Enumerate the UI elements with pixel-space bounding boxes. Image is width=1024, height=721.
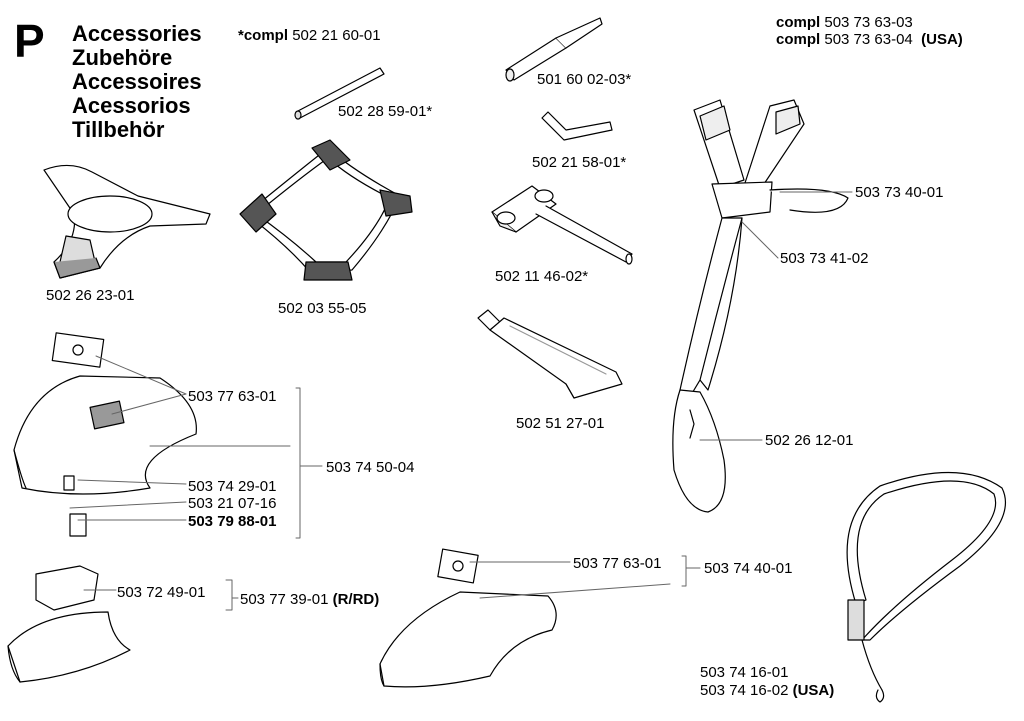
part-label-bracket: 503 72 49-01: [117, 584, 206, 601]
compl-prefix: compl: [776, 14, 821, 31]
support-plate-part: [43, 164, 211, 279]
part-label-support-plate: 502 26 23-01: [46, 287, 135, 304]
part-label-guard-cover: 503 74 29-01: [188, 478, 277, 495]
file-tool-part: [505, 17, 603, 82]
part-label-neck-strap-2: 503 74 16-02 (USA): [700, 682, 834, 699]
neck-strap-part: [846, 471, 1006, 703]
compl-harness-1: compl 503 73 63-03: [776, 14, 913, 31]
part-label-wrench: 502 11 46-02*: [495, 268, 589, 285]
title-german: Zubehöre: [72, 45, 173, 70]
part-label-guard-plate-a: 503 77 63-01: [188, 388, 277, 405]
part-label-guard-assembly: 503 74 50-04: [326, 459, 415, 476]
part-label-hip-pad: 502 26 12-01: [765, 432, 854, 449]
trimmer-guard-part: [13, 332, 197, 537]
neck-strap-2-number: 503 74 16-02: [700, 682, 789, 699]
title-french: Accessoires: [72, 69, 202, 94]
compl-harness-1-number: 503 73 63-03: [824, 14, 913, 31]
part-label-guard-clip: 503 79 88-01: [188, 513, 277, 530]
part-label-large-guard: 503 74 40-01: [704, 560, 793, 577]
combination-wrench-part: [491, 185, 633, 265]
part-label-grease-tube: 502 51 27-01: [516, 415, 605, 432]
part-label-rod: 502 28 59-01*: [338, 103, 433, 120]
hex-key-part: [541, 111, 613, 141]
leader-lines: [69, 191, 853, 611]
part-label-harness-frame: 502 03 55-05: [278, 300, 367, 317]
rrd-suffix: (R/RD): [332, 591, 380, 608]
part-label-harness-strap: 503 73 41-02: [780, 250, 869, 267]
part-label-neck-strap-1: 503 74 16-01: [700, 664, 789, 681]
title-swedish: Tillbehör: [72, 117, 165, 142]
grease-tube-part: [477, 309, 623, 399]
section-letter: P: [14, 15, 45, 67]
small-guard-part: [7, 565, 131, 683]
part-label-screw: 503 21 07-16: [188, 495, 277, 512]
compl-harness-2: compl 503 73 63-04 (USA): [776, 31, 963, 48]
compl-star-number: 502 21 60-01: [292, 27, 381, 44]
part-label-guard-plate-b: 503 77 63-01: [573, 555, 662, 572]
title-portuguese: Acessorios: [72, 93, 191, 118]
shoulder-harness-part: [672, 99, 849, 513]
title-english: Accessories: [72, 21, 202, 46]
part-label-harness-buckle: 503 73 40-01: [855, 184, 944, 201]
harness-frame-part: [239, 139, 413, 281]
part-label-small-guard: 503 77 39-01 (R/RD): [240, 591, 379, 608]
part-label-file-tool: 501 60 02-03*: [537, 71, 632, 88]
compl-prefix: compl: [776, 31, 821, 48]
usa-suffix: (USA): [921, 31, 963, 48]
compl-harness-2-number: 503 73 63-04: [824, 31, 913, 48]
compl-star-prefix: *compl: [238, 27, 289, 44]
rod-part: [294, 67, 385, 120]
usa-suffix: (USA): [792, 682, 835, 699]
small-guard-number: 503 77 39-01: [240, 591, 329, 608]
large-guard-part: [379, 548, 557, 688]
compl-kit-note: *compl 502 21 60-01: [238, 27, 381, 44]
part-label-hex-key: 502 21 58-01*: [532, 154, 627, 171]
